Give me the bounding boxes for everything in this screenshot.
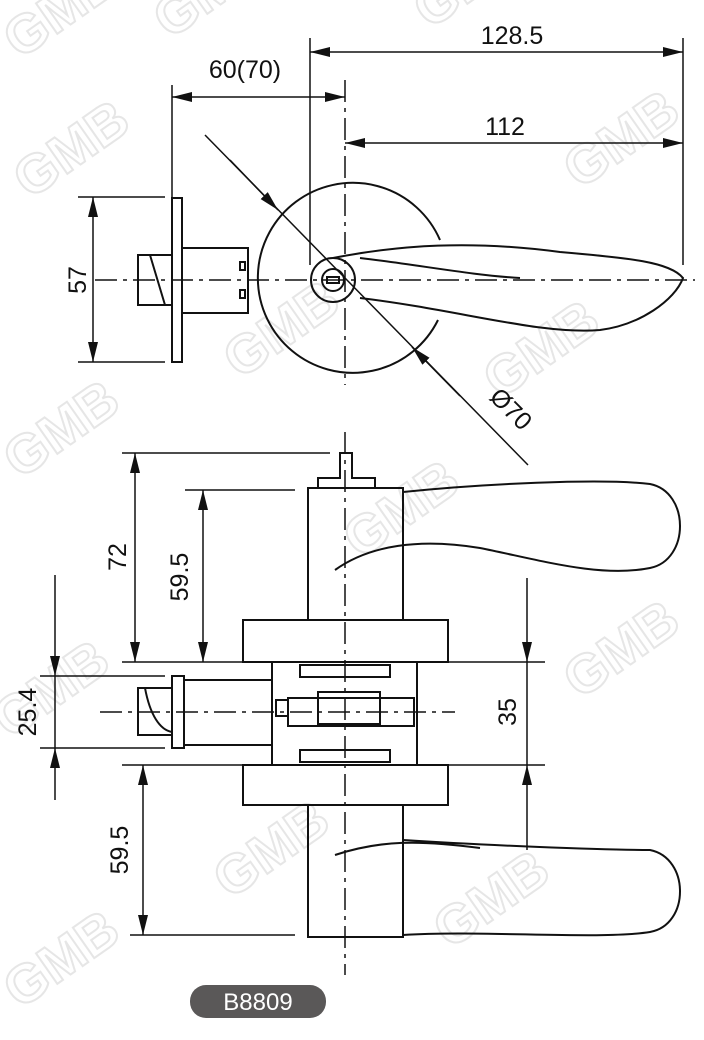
dim-lever-projection-lower: 59.5: [106, 826, 134, 875]
keyway: [326, 276, 340, 284]
dim-door-thickness: 35: [494, 698, 522, 726]
chassis-plate: [299, 749, 391, 763]
rose-outline: [256, 181, 441, 374]
svg-text:GMB: GMB: [422, 838, 560, 959]
upper-lever-handle: [334, 480, 681, 572]
svg-text:GMB: GMB: [0, 0, 130, 70]
side-view: 72 59.5 25.4 35 59.5: [14, 432, 681, 975]
model-badge-background: [190, 985, 326, 1018]
svg-text:GMB: GMB: [212, 268, 350, 389]
latch-bolt-side: [137, 687, 173, 736]
model-label: B8809: [223, 989, 292, 1016]
lever-edge: [359, 257, 521, 279]
svg-text:GMB: GMB: [472, 288, 610, 409]
latch-body-side: [183, 679, 273, 746]
dim-backset: 60(70): [209, 56, 281, 84]
svg-text:GMB: GMB: [202, 788, 340, 909]
latch-body: [181, 247, 249, 314]
svg-text:GMB: GMB: [552, 588, 690, 709]
svg-text:GMB: GMB: [0, 898, 130, 1019]
key-cylinder: [321, 268, 345, 292]
dim-overall-length: 128.5: [481, 22, 544, 50]
latch-tab: [239, 289, 246, 299]
svg-text:GMB: GMB: [552, 78, 690, 199]
latch-bolt: [137, 254, 172, 306]
top-view: 128.5 112 60(70) 57 Ø70: [64, 22, 695, 466]
diameter-arrow: [411, 346, 461, 397]
svg-text:GMB: GMB: [142, 0, 280, 50]
lower-lever-neck: [307, 804, 404, 938]
model-badge: B8809: [190, 985, 326, 1018]
latch-retractor: [317, 691, 381, 725]
dim-total-projection: 72: [104, 543, 132, 571]
dim-lever-projection-upper: 59.5: [166, 553, 194, 602]
lower-lever-handle: [334, 839, 681, 937]
svg-text:GMB: GMB: [332, 448, 470, 569]
lever-hub: [310, 257, 356, 303]
svg-text:GMB: GMB: [0, 368, 130, 489]
svg-text:GMB: GMB: [2, 88, 140, 209]
lever-outline: [332, 244, 685, 332]
dim-lever-length: 112: [485, 113, 525, 141]
latch-tab: [239, 261, 246, 271]
spindle-tip: [317, 452, 376, 489]
diameter-arrow: [229, 159, 279, 211]
dim-latch-face-width: 25.4: [14, 688, 42, 737]
dim-plate-height: 57: [64, 266, 92, 294]
chassis-plate: [299, 664, 391, 678]
retractor-tab: [275, 699, 289, 717]
